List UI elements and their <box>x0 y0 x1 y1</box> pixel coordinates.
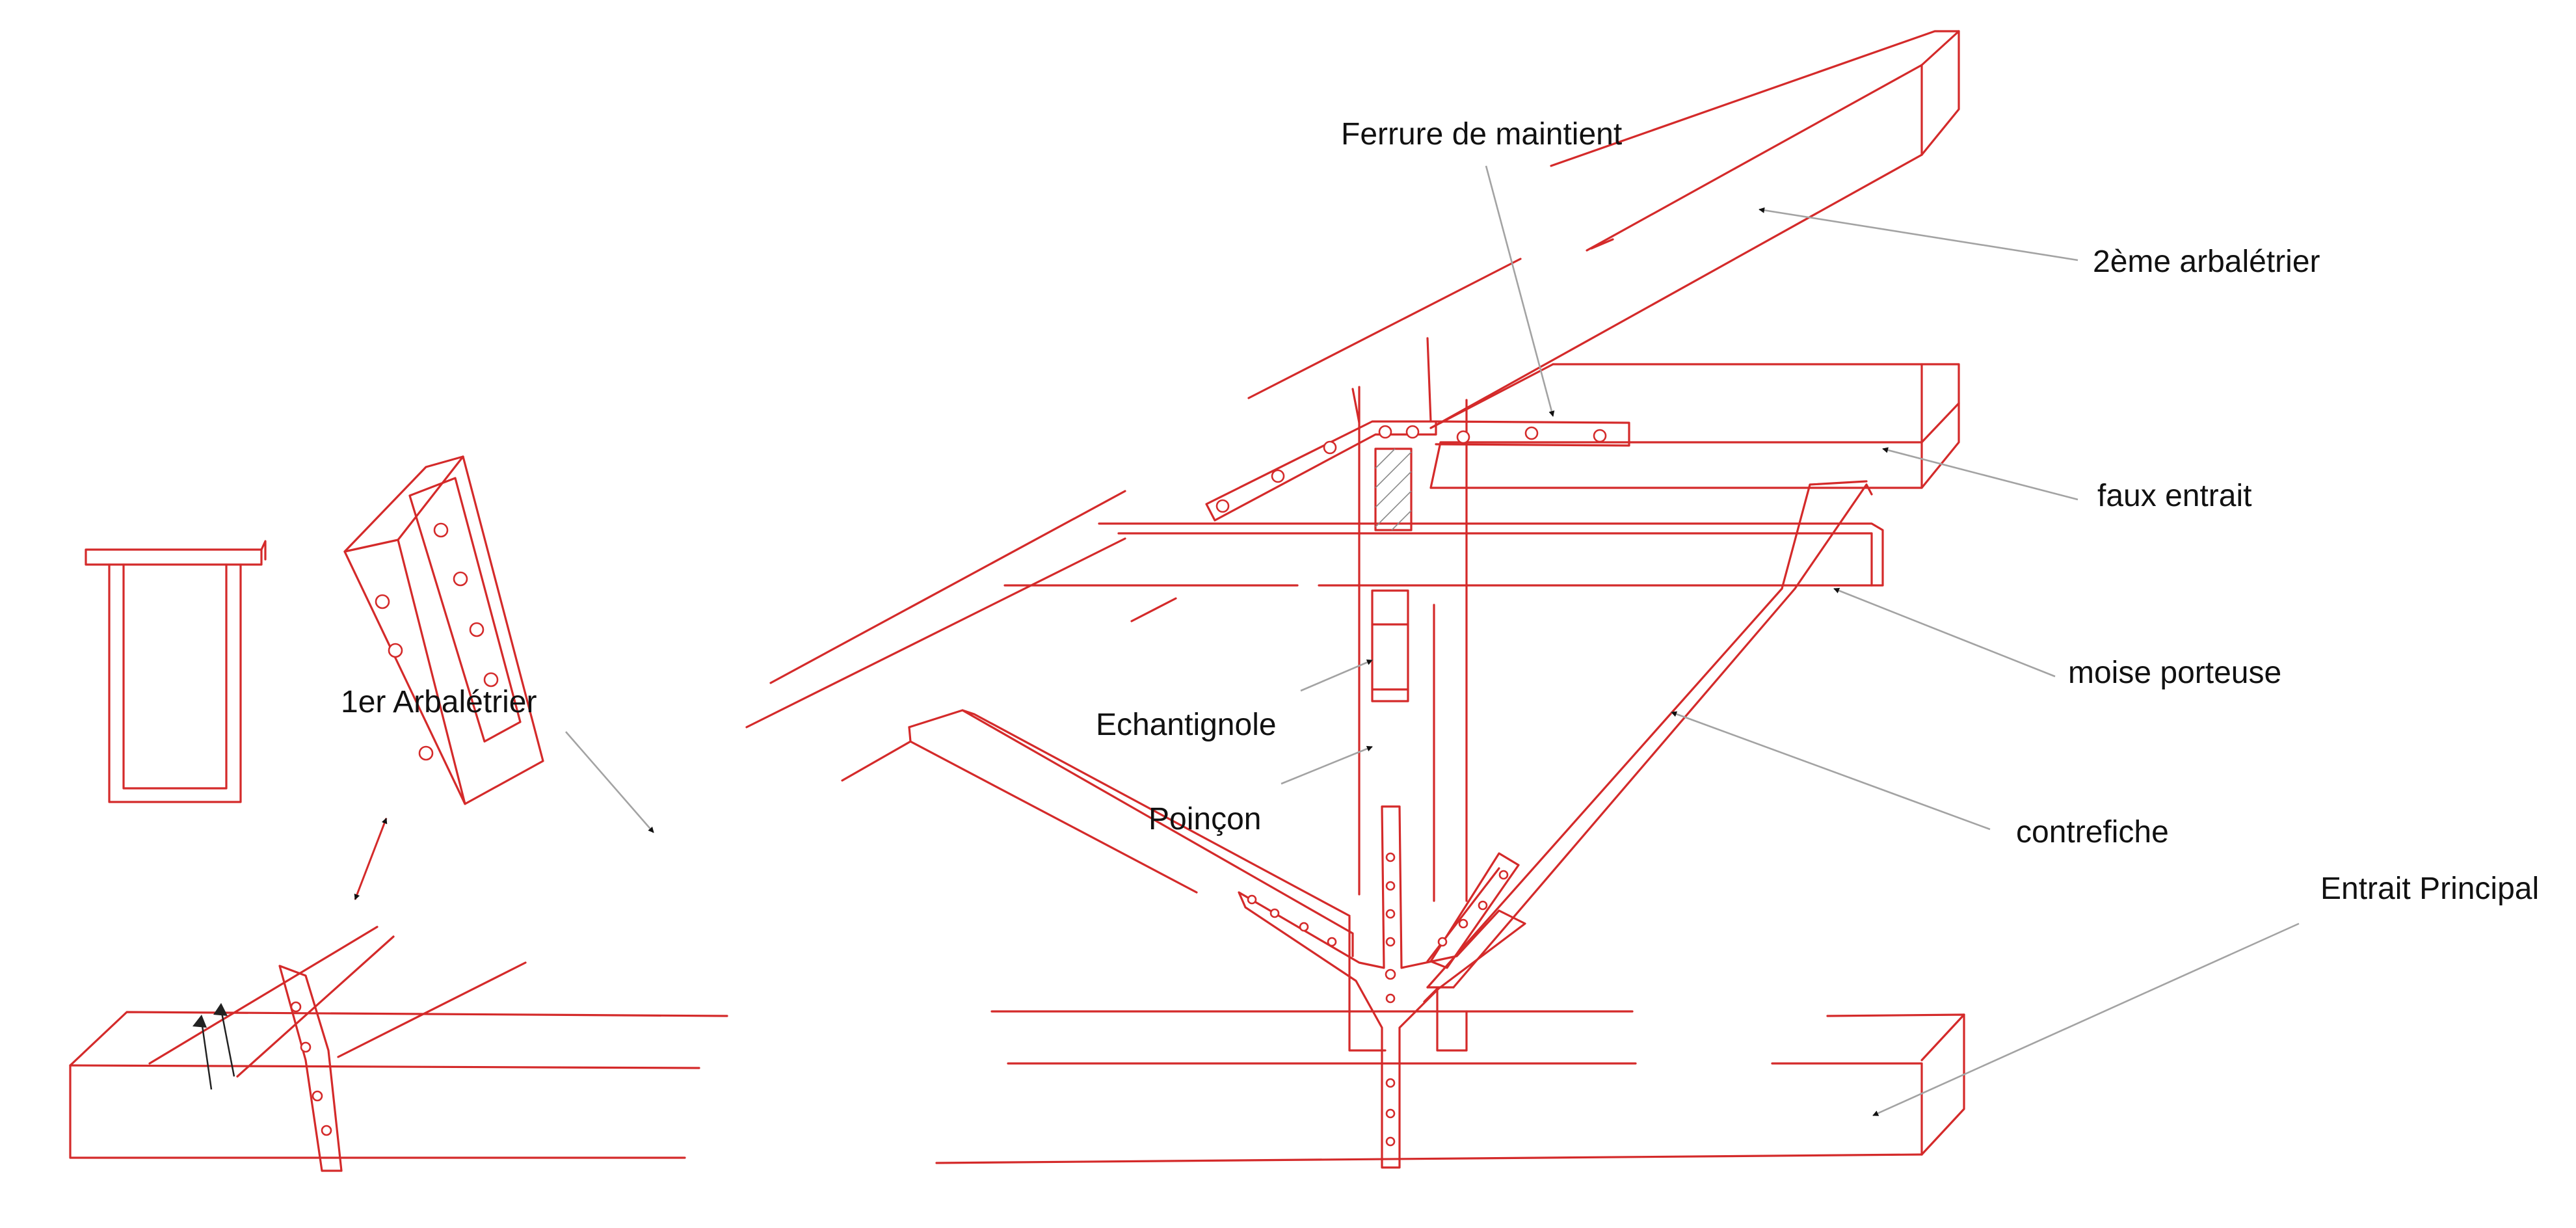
label-moise: moise porteuse <box>2068 656 2281 690</box>
leader-moise <box>1833 587 2056 678</box>
main-tie-beam <box>935 1010 1965 1164</box>
label-echantignole: Echantignole <box>1096 708 1277 742</box>
collar-beam <box>1429 363 1960 489</box>
label-faux-entrait: faux entrait <box>2097 479 2251 513</box>
holding-bracket <box>1205 337 1630 522</box>
leader-poincon <box>1281 745 1373 785</box>
cleat-block <box>1374 447 1413 531</box>
bearing-clamp-beam <box>1003 522 1884 622</box>
king-post <box>1348 386 1468 1052</box>
label-contrefiche: contrefiche <box>2016 815 2169 849</box>
label-arbaletrier1: 1er Arbalétrier <box>341 685 537 719</box>
left-tie-beam-end <box>69 926 728 1172</box>
right-strut <box>1426 480 1873 989</box>
leader-echantignole <box>1300 659 1373 692</box>
leader-ferrure <box>1485 165 1555 417</box>
beam-cross-section <box>85 540 267 803</box>
leader-faux-entrait <box>1882 447 2078 501</box>
first-rafter-detail <box>343 455 544 900</box>
label-poincon: Poinçon <box>1149 802 1261 836</box>
left-strut <box>841 709 1354 957</box>
label-ferrure: Ferrure de maintient <box>1341 117 1622 152</box>
leader-arbaletrier1 <box>565 731 654 833</box>
lower-brackets <box>1238 805 1526 1169</box>
leader-lines <box>565 165 2300 1117</box>
label-entrait: Entrait Principal <box>2320 872 2539 906</box>
leader-entrait <box>1872 922 2300 1117</box>
leader-contrefiche <box>1671 711 1991 831</box>
label-arbaletrier2: 2ème arbalétrier <box>2093 245 2320 279</box>
second-rafter <box>745 30 1960 728</box>
labels: Ferrure de maintient 2ème arbalétrier fa… <box>341 117 2539 906</box>
leader-arbaletrier2 <box>1759 207 2078 261</box>
